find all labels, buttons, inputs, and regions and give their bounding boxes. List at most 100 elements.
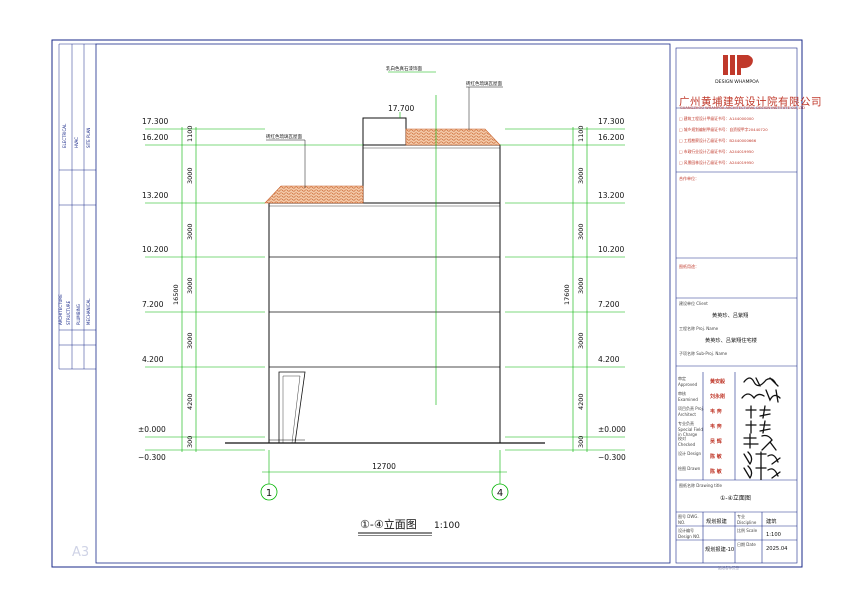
outer-frame <box>51 39 803 568</box>
dim-right-3000-d: 3000 <box>577 332 585 349</box>
right-elevation-labels: 17.300 16.200 13.200 10.200 7.200 4.200 … <box>598 117 626 462</box>
dim-horizontal-12700: 12700 <box>372 462 396 471</box>
elev-top-17700: 17.700 <box>388 104 414 113</box>
drawing-title-value: ①-④立面图 <box>720 495 751 502</box>
left-discipline-strip: ELECTRICAL HVAC SITE PLAN ARCHITECTURE S… <box>58 43 96 370</box>
dim-right-1100: 1100 <box>577 125 585 142</box>
design-no-label: 设计编号 Design NO. <box>678 528 701 539</box>
company-name-cn: 广州黄埔建筑设计院有限公司 <box>679 96 822 108</box>
dim-right-300: 300 <box>577 436 585 448</box>
signatures <box>741 377 781 480</box>
elev-left-neg300: −0.300 <box>138 453 166 462</box>
roof-stair-volume <box>362 144 501 204</box>
elev-left-17300: 17.300 <box>142 117 168 126</box>
date-label: 日期 Date <box>737 542 756 547</box>
dim-right-3000-a: 3000 <box>577 167 585 184</box>
strip-label-electrical: ELECTRICAL <box>62 123 67 148</box>
dim-left-3000-b: 3000 <box>186 223 194 240</box>
elev-left-0: ±0.000 <box>138 425 166 434</box>
dim-left-1100: 1100 <box>186 125 194 142</box>
role-row: 审核 Examined 刘永刚 <box>678 391 726 402</box>
cert-item: □ 风景园林设计乙级证书号：A244019950 <box>679 160 754 165</box>
left-elevation-labels: 17.300 16.200 13.200 10.200 7.200 4.200 … <box>138 117 168 462</box>
role-name: 陈 敏 <box>710 469 722 475</box>
client-value: 黄英珍、吕紫翔 <box>712 313 749 319</box>
drawing-no-label: 图号 DWG. NO. <box>678 514 699 525</box>
dim-left-4200: 4200 <box>186 393 194 410</box>
dim-right-4200: 4200 <box>577 393 585 410</box>
dim-left-total: 16500 <box>172 284 180 305</box>
sheet-size-label: A3 <box>72 545 89 560</box>
material-annotations: 乳白色真石漆饰面 砖红色琉璃瓦屋面 砖红色琉璃瓦屋面 <box>266 65 502 140</box>
strip-label-hvac: HVAC <box>74 137 79 148</box>
annotation-roof-tile-top: 砖红色琉璃瓦屋面 <box>466 80 502 87</box>
role-name: 黄安毅 <box>710 379 726 385</box>
logo-text: DESIGN WHAMPOA <box>715 79 760 85</box>
elev-left-16200: 16.200 <box>142 133 168 142</box>
partner-label: 合作单位： <box>679 176 699 181</box>
cert-item: □ 工程勘察设计乙级证书号：B2440000666 <box>679 138 757 143</box>
right-dimension-values: 1100 3000 3000 3000 3000 4200 300 17600 <box>563 125 585 448</box>
drawing-no-value: 规划报建 <box>706 519 727 525</box>
usage-label: 图纸用途： <box>679 264 699 269</box>
elev-left-13200: 13.200 <box>142 191 168 200</box>
date-value: 2025.04 <box>766 546 788 552</box>
cert-item: □ 城乡规划编制甲级证书号：自资规甲字20440720 <box>679 127 768 132</box>
role-name: 韦 奔 <box>710 424 722 430</box>
dim-left-3000-c: 3000 <box>186 277 194 294</box>
elev-right-17300: 17.300 <box>598 117 624 126</box>
role-row: 绘图 Drawn 陈 敏 <box>678 466 722 475</box>
dim-left-3000-d: 3000 <box>186 332 194 349</box>
roof-parapet <box>362 117 407 146</box>
building-body <box>268 202 501 444</box>
building-elevation <box>268 117 501 444</box>
elev-right-7200: 7.200 <box>598 300 620 309</box>
elev-right-16200: 16.200 <box>598 133 624 142</box>
role-name: 刘永刚 <box>710 394 726 400</box>
sheet-no-value: 规划报建-10 <box>705 547 735 553</box>
footer-note: 图纸名称页签 <box>718 566 739 570</box>
role-name: 吴 辉 <box>710 439 722 445</box>
axis-label-4: 4 <box>497 488 503 499</box>
elev-left-4200: 4.200 <box>142 355 164 364</box>
subproject-label: 子项名称 Sub-Proj. Name <box>679 351 728 356</box>
left-dimension-values: 1100 3000 3000 3000 3000 4200 300 16500 <box>172 125 194 448</box>
role-row: 项目负责 Proj. Architect 韦 奔 <box>678 406 722 417</box>
left-level-lines <box>145 127 363 452</box>
role-row: 设计 Design 陈 敏 <box>678 451 722 460</box>
cert-item: □ 建筑工程设计甲级证书号：A144000000 <box>679 116 754 121</box>
inner-frame <box>95 43 671 564</box>
strip-label-mechanical: MECHANICAL <box>86 298 91 325</box>
roof-tile-top <box>405 128 501 146</box>
drawing-title: ①-④立面图 <box>360 517 417 531</box>
drawing-scale: 1:100 <box>434 521 460 531</box>
role-row: 专业负责 Special Field in Charge 韦 奔 <box>678 421 722 437</box>
role-row: 审定 Approved 黄安毅 <box>678 376 726 387</box>
role-name: 韦 奔 <box>710 409 722 415</box>
axis-lines <box>262 71 507 484</box>
elev-right-0: ±0.000 <box>598 425 626 434</box>
strip-label-structure: STRUCTURE <box>66 300 71 325</box>
annotation-wall-material: 乳白色真石漆饰面 <box>386 65 422 72</box>
project-value: 黄英珍、吕紫翔住宅楼 <box>705 338 757 344</box>
role-row: 校对 Checked 吴 辉 <box>678 436 722 447</box>
elev-left-10200: 10.200 <box>142 245 168 254</box>
client-label: 建设单位 Client <box>679 301 708 306</box>
title-block-frame <box>675 47 798 564</box>
axis-bubble-4 <box>491 483 509 501</box>
dim-right-3000-b: 3000 <box>577 223 585 240</box>
discipline-value: 建筑 <box>766 519 777 525</box>
strip-label-architecture: ARCHITECTURE <box>58 294 63 325</box>
drawing-title-block: ①-④立面图 1:100 <box>358 517 460 536</box>
cert-list: □ 建筑工程设计甲级证书号：A144000000 □ 城乡规划编制甲级证书号：自… <box>679 113 795 168</box>
elev-right-neg300: −0.300 <box>598 453 626 462</box>
elev-right-10200: 10.200 <box>598 245 624 254</box>
scale-label: 比例 Scale <box>737 528 758 533</box>
annotation-roof-tile-left: 砖红色琉璃瓦屋面 <box>266 133 302 140</box>
cert-item: □ 市政行业设计乙级证书号：A244019950 <box>679 149 754 154</box>
company-name-en: GUANGZHOU WHAMPOA ARCHITECTURAL DESIGN I… <box>680 106 805 110</box>
company-logo: DESIGN WHAMPOA <box>715 55 760 85</box>
role-name: 陈 敏 <box>710 454 722 460</box>
drawing-title-label: 图纸名称 Drawing title <box>679 483 722 488</box>
